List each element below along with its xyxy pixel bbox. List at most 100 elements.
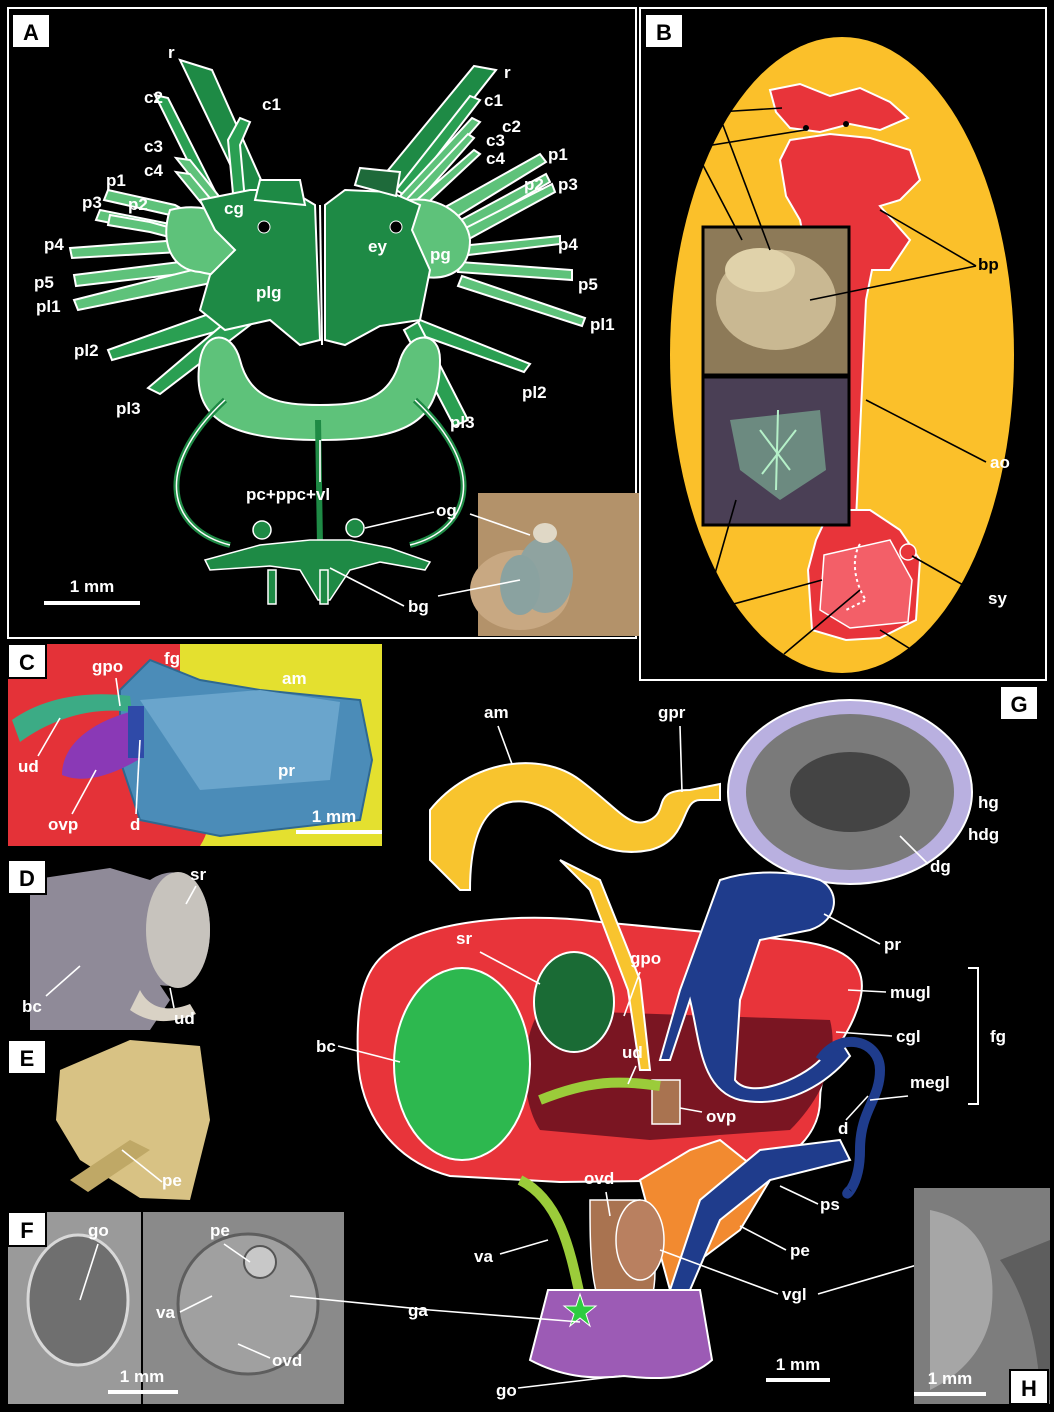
eye-right [390, 221, 402, 233]
label-ey-a: ey [368, 237, 387, 256]
panel-b: B ba ey bp ao au [640, 8, 1046, 680]
label-pl3-left: pl3 [116, 399, 141, 418]
label-hdg: hdg [968, 825, 999, 844]
label-ovd-f: ovd [272, 1351, 302, 1370]
label-d-c: d [130, 815, 140, 834]
label-am-g: am [484, 703, 509, 722]
label-r-left: r [168, 43, 175, 62]
label-pl1-right: pl1 [590, 315, 615, 334]
label-va-f: va [156, 1303, 175, 1322]
label-ovp-c: ovp [48, 815, 78, 834]
label-ud-g: ud [622, 1043, 643, 1062]
label-p5-right: p5 [578, 275, 598, 294]
label-ovd-g: ovd [584, 1169, 614, 1188]
label-am-c: am [282, 669, 307, 688]
panel-h: H 1 mm [914, 1188, 1050, 1404]
label-pu: pu [930, 653, 951, 672]
label-go-f: go [88, 1221, 109, 1240]
label-sr-d: sr [190, 865, 206, 884]
label-commissure: pc+ppc+vl [246, 485, 330, 504]
label-p3-right: p3 [558, 175, 578, 194]
label-c2-left: c2 [144, 88, 163, 107]
label-fg-g: fg [990, 1027, 1006, 1046]
label-bg: bg [408, 597, 429, 616]
label-p1-left: p1 [106, 171, 126, 190]
label-bc-g: bc [316, 1037, 336, 1056]
label-gpr: gpr [658, 703, 686, 722]
label-p2-left: p2 [128, 195, 148, 214]
label-ud-c: ud [18, 757, 39, 776]
label-dg: dg [930, 857, 951, 876]
label-go-g: go [496, 1381, 517, 1400]
label-bc-d: bc [22, 997, 42, 1016]
label-cgl: cgl [896, 1027, 921, 1046]
label-va-g: va [474, 1247, 493, 1266]
label-p2-right: p2 [524, 175, 544, 194]
label-fg-c: fg [164, 649, 180, 668]
scale-b: 5 mm [978, 615, 1022, 634]
label-hg: hg [978, 793, 999, 812]
panel-c-letter: C [19, 650, 35, 675]
scale-h: 1 mm [928, 1369, 972, 1388]
label-megl: megl [910, 1073, 950, 1092]
panel-b-letter: B [656, 20, 672, 45]
panel-a-letter: A [23, 20, 39, 45]
label-ve: ve [758, 653, 777, 672]
label-p5-left: p5 [34, 273, 54, 292]
label-pe-g: pe [790, 1241, 810, 1260]
eye-left [258, 221, 270, 233]
panel-h-letter: H [1021, 1376, 1037, 1401]
label-mugl: mugl [890, 983, 931, 1002]
label-pr-c: pr [278, 761, 295, 780]
label-r-right: r [504, 63, 511, 82]
label-gpo-c: gpo [92, 657, 123, 676]
label-c4-right: c4 [486, 149, 505, 168]
label-ovp-g: ovp [706, 1107, 736, 1126]
label-cg: cg [224, 199, 244, 218]
label-gpo-g: gpo [630, 949, 661, 968]
label-ey-b: ey [670, 137, 689, 156]
label-c3-right: c3 [486, 131, 505, 150]
label-ga: ga [408, 1301, 428, 1320]
scale-c: 1 mm [312, 807, 356, 826]
panel-a: A [8, 8, 639, 638]
label-au: au [676, 603, 696, 622]
label-c3-left: c3 [144, 137, 163, 156]
label-c1-right: c1 [484, 91, 503, 110]
label-vgl: vgl [782, 1285, 807, 1304]
label-ba: ba [696, 89, 716, 108]
panel-e-letter: E [20, 1046, 35, 1071]
label-ao: ao [990, 453, 1010, 472]
panel-g-letter: G [1010, 692, 1027, 717]
panel-f-letter: F [20, 1218, 33, 1243]
label-sy: sy [988, 589, 1007, 608]
label-pr-g: pr [884, 935, 901, 954]
label-d-g: d [838, 1119, 848, 1138]
label-plg: plg [256, 283, 282, 302]
scale-a: 1 mm [70, 577, 114, 596]
label-pl2-right: pl2 [522, 383, 547, 402]
scale-g: 1 mm [776, 1355, 820, 1374]
label-og: og [436, 501, 457, 520]
label-pg: pg [430, 245, 451, 264]
label-pe-e: pe [162, 1171, 182, 1190]
label-pl1-left: pl1 [36, 297, 61, 316]
bursa-copulatrix [394, 968, 530, 1160]
label-ud-d: ud [174, 1009, 195, 1028]
label-pe-f: pe [210, 1221, 230, 1240]
label-c4-left: c4 [144, 161, 163, 180]
label-sr-g: sr [456, 929, 472, 948]
seminal-receptacle [534, 952, 614, 1052]
label-pl2-left: pl2 [74, 341, 99, 360]
label-p4-right: p4 [558, 235, 578, 254]
panel-c: C gpo fg am ud pr ovp d 1 mm [8, 644, 382, 846]
label-pl3-right: pl3 [450, 413, 475, 432]
panel-d-letter: D [19, 866, 35, 891]
scale-f: 1 mm [120, 1367, 164, 1386]
label-p1-right: p1 [548, 145, 568, 164]
label-c1-left: c1 [262, 95, 281, 114]
label-ps: ps [820, 1195, 840, 1214]
label-bp: bp [978, 255, 999, 274]
panel-f: F go pe va ovd 1 mm [8, 1212, 344, 1404]
